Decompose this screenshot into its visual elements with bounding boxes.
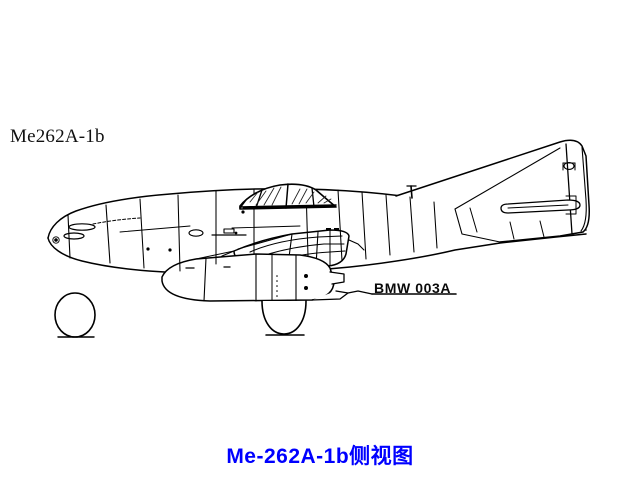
exhaust-nozzle <box>311 271 349 301</box>
engine-label-underline <box>347 290 457 295</box>
horizontal-stabilizer <box>500 162 581 215</box>
main-landing-gear-wheel <box>261 300 307 336</box>
aircraft-designation-label: Me262A-1b <box>10 126 105 147</box>
engine-designation-label: BMW 003A <box>374 280 452 296</box>
vertical-stabilizer <box>395 139 590 243</box>
figure-caption: Me-262A-1b侧视图 <box>226 445 414 468</box>
nose-details <box>52 204 141 264</box>
fuselage-access-panels <box>146 228 339 252</box>
antenna-mast <box>406 185 417 199</box>
cockpit-canopy <box>239 183 337 214</box>
nose-wheel-circle <box>54 292 96 338</box>
